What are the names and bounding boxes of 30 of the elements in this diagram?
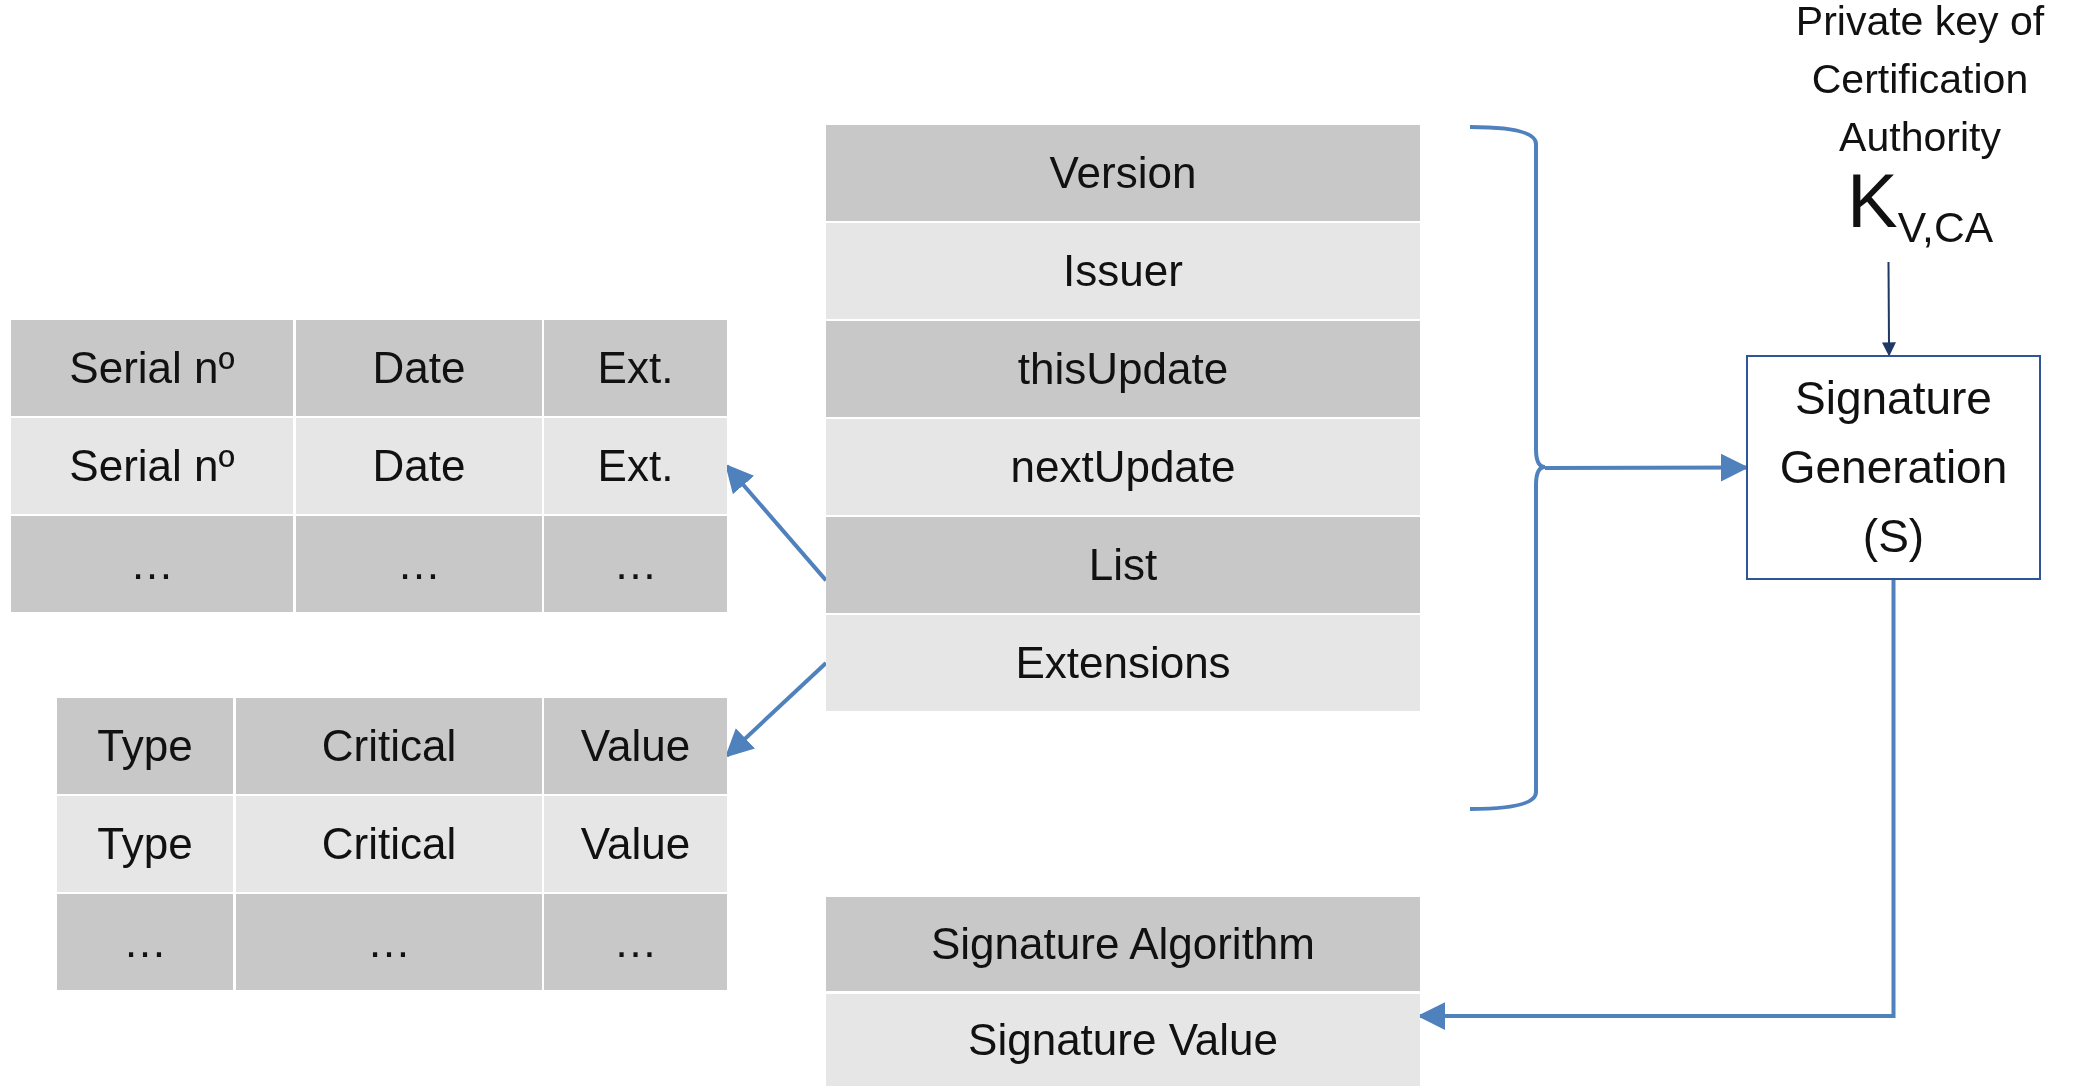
field-row: nextUpdate — [826, 419, 1420, 515]
annotation-text: Private key of Certification Authority — [1794, 0, 2046, 163]
field-row: Extensions — [826, 615, 1420, 711]
table-cell: Serial nº — [11, 418, 293, 514]
field-row: thisUpdate — [826, 321, 1420, 417]
table-cell: Value — [544, 796, 727, 892]
table-cell: Ext. — [544, 418, 727, 514]
field-row: Signature Algorithm — [826, 897, 1420, 991]
table-cell: Date — [296, 418, 542, 514]
table-cell: Ext. — [544, 320, 727, 416]
field-row: Signature Value — [826, 994, 1420, 1086]
process-box: Signature Generation (S) — [1746, 355, 2041, 580]
field-row: List — [826, 517, 1420, 613]
field-row: Issuer — [826, 223, 1420, 319]
field-row: Version — [826, 125, 1420, 221]
table-cell: Critical — [236, 698, 542, 794]
table-cell: Type — [57, 796, 233, 892]
table-cell: … — [236, 894, 542, 990]
table-cell: … — [544, 516, 727, 612]
table-cell: Type — [57, 698, 233, 794]
table-cell: … — [11, 516, 293, 612]
table-cell: … — [57, 894, 233, 990]
key-symbol: K$_{V,CA}$ — [1846, 166, 1994, 253]
table-cell: … — [296, 516, 542, 612]
table-cell: … — [544, 894, 727, 990]
table-cell: Date — [296, 320, 542, 416]
table-cell: Serial nº — [11, 320, 293, 416]
table-cell: Critical — [236, 796, 542, 892]
arrow — [1882, 261, 1896, 357]
table-cell: Value — [544, 698, 727, 794]
